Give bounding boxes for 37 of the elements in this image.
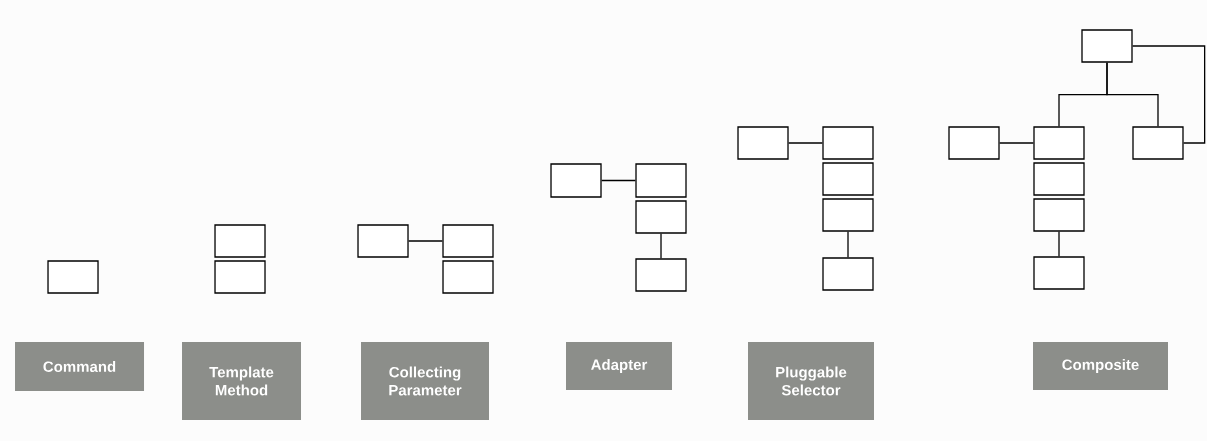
connector-line: [788, 142, 823, 144]
pattern-label: Pluggable Selector: [748, 342, 874, 420]
class-box: [47, 260, 99, 294]
class-box: [357, 224, 409, 258]
pattern-label: Command: [15, 342, 144, 391]
class-box: [635, 163, 687, 198]
connector-line: [408, 240, 443, 242]
class-box: [822, 162, 874, 196]
connector-line: [1132, 45, 1206, 144]
class-box: [635, 200, 687, 234]
class-box: [1033, 198, 1085, 232]
pattern-label: Template Method: [182, 342, 301, 420]
class-box: [442, 224, 494, 258]
connector-line: [660, 233, 662, 259]
class-box: [1033, 256, 1085, 290]
pattern-label: Collecting Parameter: [361, 342, 489, 420]
class-box: [1033, 162, 1085, 196]
class-box: [442, 260, 494, 294]
class-box: [948, 126, 1000, 160]
connector-line: [847, 231, 849, 258]
class-box: [1132, 126, 1184, 160]
connector-line: [601, 179, 636, 182]
connector-line: [1106, 62, 1159, 127]
class-box: [214, 224, 266, 258]
pattern-label: Composite: [1033, 342, 1168, 390]
class-box: [822, 198, 874, 232]
connector-line: [1058, 231, 1060, 257]
pattern-label: Adapter: [566, 342, 672, 390]
class-box: [737, 126, 789, 160]
class-box: [822, 126, 874, 160]
class-box: [1081, 29, 1133, 63]
class-box: [822, 257, 874, 291]
connector-line: [999, 142, 1034, 144]
class-box: [1033, 126, 1085, 160]
class-box: [635, 258, 687, 292]
class-box: [550, 163, 602, 198]
class-box: [214, 260, 266, 294]
